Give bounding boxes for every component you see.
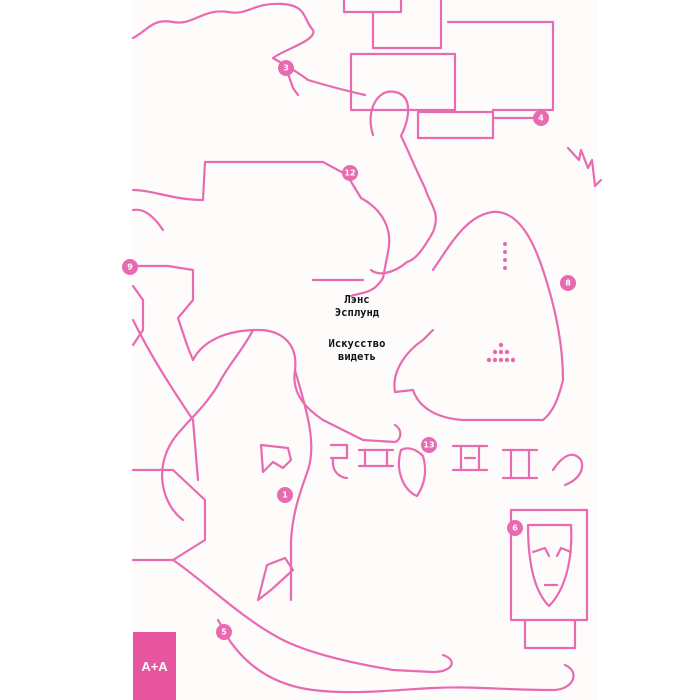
marker-layer: 3 4 12 9 8 13 1 6 5 (122, 60, 576, 640)
marker-9: 9 (122, 259, 138, 275)
svg-text:12: 12 (344, 169, 355, 178)
svg-text:1: 1 (282, 491, 288, 500)
marker-12: 12 (342, 165, 358, 181)
svg-text:4: 4 (538, 114, 544, 123)
marker-5: 5 (216, 624, 232, 640)
marker-4: 4 (533, 110, 549, 126)
marker-3: 3 (278, 60, 294, 76)
book-title: Искусство видеть (311, 338, 403, 364)
marker-6: 6 (507, 520, 523, 536)
svg-text:3: 3 (283, 64, 289, 73)
marker-8: 8 (560, 275, 576, 291)
publisher-logo: A+A (133, 632, 176, 700)
svg-text:6: 6 (512, 524, 518, 533)
book-cover: 3 4 12 9 8 13 1 6 5 Лэнс Эсплунд Искусст… (122, 0, 603, 700)
svg-text:13: 13 (423, 441, 434, 450)
author-last-name: Эсплунд (334, 307, 380, 319)
author-first-name: Лэнс (344, 294, 370, 306)
marker-13: 13 (421, 437, 437, 453)
title-line-2: видеть (338, 351, 376, 363)
svg-text:5: 5 (221, 628, 227, 637)
line-illustration (131, 0, 603, 694)
svg-text:8: 8 (565, 279, 571, 288)
author-name: Лэнс Эсплунд (311, 294, 403, 320)
title-line-1: Искусство (328, 338, 386, 350)
svg-text:9: 9 (127, 263, 133, 272)
marker-1: 1 (277, 487, 293, 503)
